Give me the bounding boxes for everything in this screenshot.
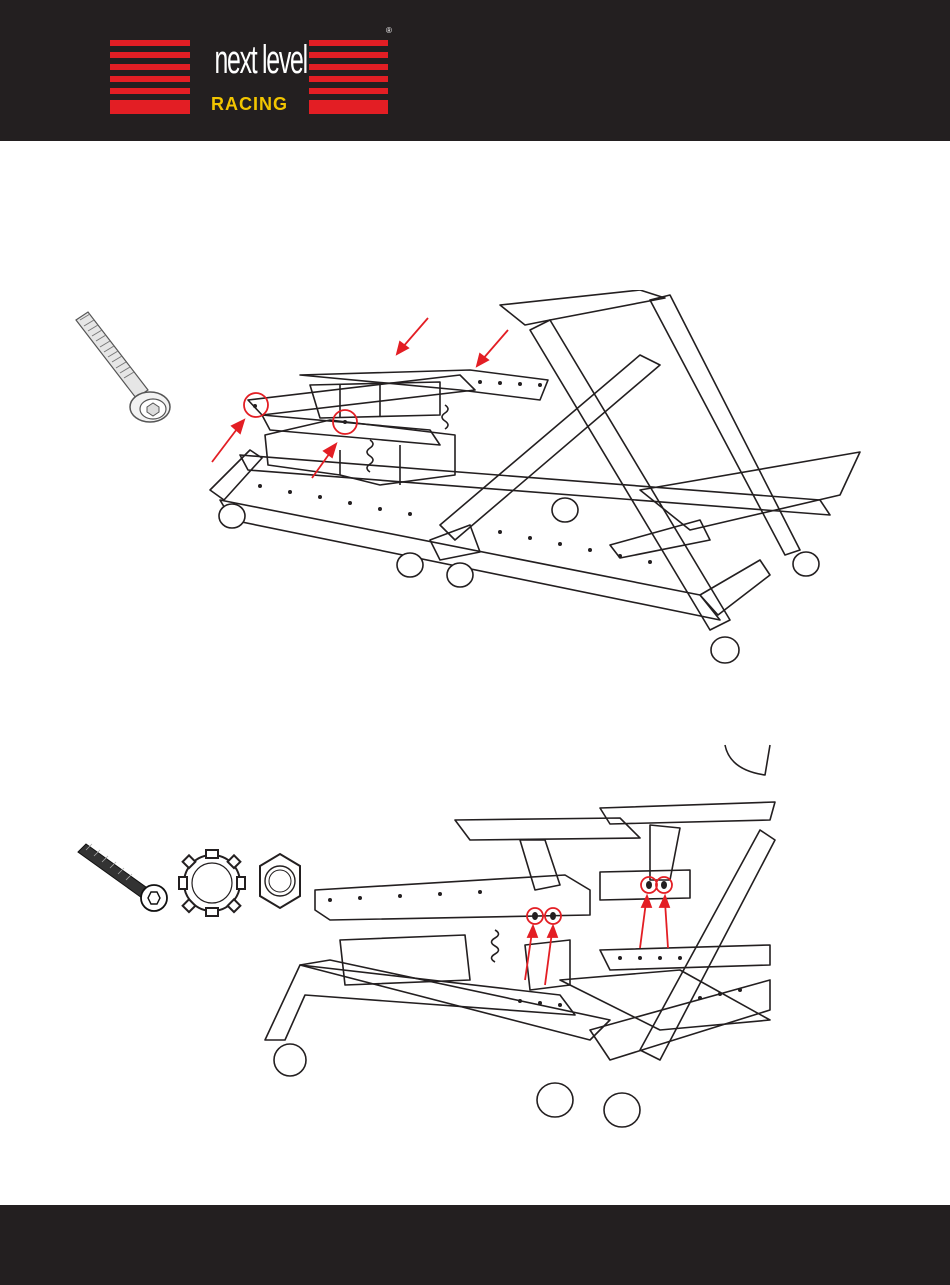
long-hex-bolt-icon xyxy=(76,312,170,422)
logo-stripe xyxy=(309,106,388,114)
logo-stripe xyxy=(309,52,388,58)
assembly-figure-2 xyxy=(0,740,950,1130)
rig-frame-drawing xyxy=(210,290,860,630)
logo-stripe xyxy=(110,76,190,82)
brand-wordmark-bottom: RACING xyxy=(193,94,306,115)
toothed-washer-icon xyxy=(179,850,245,916)
logo-stripe xyxy=(110,40,190,46)
rig-frame-drawing-2 xyxy=(265,745,775,1060)
socket-cap-bolt-icon xyxy=(78,844,167,911)
callout-arrows-2 xyxy=(525,896,669,985)
logo-stripe xyxy=(309,88,388,94)
assembly-figure-1 xyxy=(0,290,950,680)
hex-nut-icon xyxy=(260,854,300,908)
logo-stripe xyxy=(309,40,388,46)
logo-stripe xyxy=(110,106,190,114)
brand-wordmark-top: next level xyxy=(214,30,284,92)
logo-stripe xyxy=(309,64,388,70)
logo-stripe xyxy=(110,88,190,94)
header-bar: next level RACING ® xyxy=(0,0,950,141)
logo-stripe xyxy=(110,64,190,70)
footer-bar xyxy=(0,1205,950,1285)
logo-stripe xyxy=(309,76,388,82)
caster-wheels xyxy=(219,498,819,663)
caster-wheels-2 xyxy=(274,1044,640,1127)
registered-mark: ® xyxy=(386,26,392,35)
logo-stripe xyxy=(110,52,190,58)
